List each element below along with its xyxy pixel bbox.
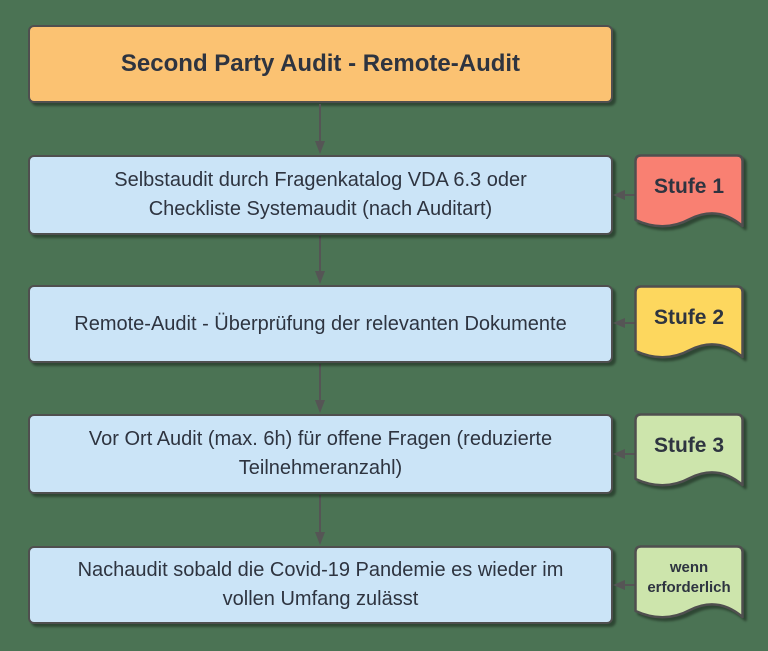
step-3-box: Vor Ort Audit (max. 6h) für offene Frage… — [28, 414, 613, 494]
arrow-head-left-icon — [613, 190, 625, 200]
arrow-step3-to-step4 — [313, 495, 327, 545]
arrow-badge4-to-step4 — [613, 578, 635, 592]
stage-3-badge-label: Stufe 3 — [653, 434, 724, 457]
title-node: Second Party Audit - Remote-Audit — [28, 25, 613, 103]
step-1-box: Selbstaudit durch Fragenkatalog VDA 6.3 … — [28, 155, 613, 235]
arrow-head-left-icon — [613, 580, 625, 590]
arrow-line — [625, 321, 635, 325]
arrow-line — [625, 193, 635, 197]
arrow-head-left-icon — [613, 449, 625, 459]
stage-2-badge: Stufe 2 — [634, 285, 744, 369]
step-2-box: Remote-Audit - Überprüfung der relevante… — [28, 285, 613, 363]
banner-shape-icon — [634, 154, 744, 228]
arrow-badge1-to-step1 — [613, 188, 635, 202]
arrow-head-down-icon — [315, 400, 325, 413]
step-1-label: Selbstaudit durch Fragenkatalog VDA 6.3 … — [114, 169, 527, 220]
arrow-head-down-icon — [315, 141, 325, 154]
stage-2-badge-label: Stufe 2 — [653, 306, 724, 329]
banner-shape-icon — [634, 285, 744, 359]
arrow-title-to-step1 — [313, 104, 327, 154]
arrow-badge2-to-step2 — [613, 316, 635, 330]
arrow-line — [318, 495, 322, 532]
title-label: Second Party Audit - Remote-Audit — [120, 50, 521, 77]
arrow-line — [318, 236, 322, 271]
stage-1-badge-label: Stufe 1 — [653, 175, 724, 198]
stage-3-badge: Stufe 3 — [634, 413, 744, 497]
stage-4-badge: wenn erforderlich — [634, 545, 744, 629]
arrow-step2-to-step3 — [313, 364, 327, 413]
arrow-line — [625, 452, 635, 456]
stage-4-badge-label: wenn erforderlich — [647, 558, 731, 596]
arrow-head-left-icon — [613, 318, 625, 328]
arrow-line — [318, 104, 322, 141]
arrow-badge3-to-step3 — [613, 447, 635, 461]
step-2-label: Remote-Audit - Überprüfung der relevante… — [74, 312, 567, 335]
stage-1-badge: Stufe 1 — [634, 154, 744, 238]
step-3-label: Vor Ort Audit (max. 6h) für offene Frage… — [88, 428, 553, 479]
arrow-head-down-icon — [315, 532, 325, 545]
arrow-line — [318, 364, 322, 400]
step-4-label: Nachaudit sobald die Covid-19 Pandemie e… — [77, 559, 564, 610]
step-4-box: Nachaudit sobald die Covid-19 Pandemie e… — [28, 546, 613, 624]
banner-shape-icon — [634, 545, 744, 619]
arrow-line — [625, 583, 635, 587]
banner-shape-icon — [634, 413, 744, 487]
arrow-step1-to-step2 — [313, 236, 327, 284]
arrow-head-down-icon — [315, 271, 325, 284]
